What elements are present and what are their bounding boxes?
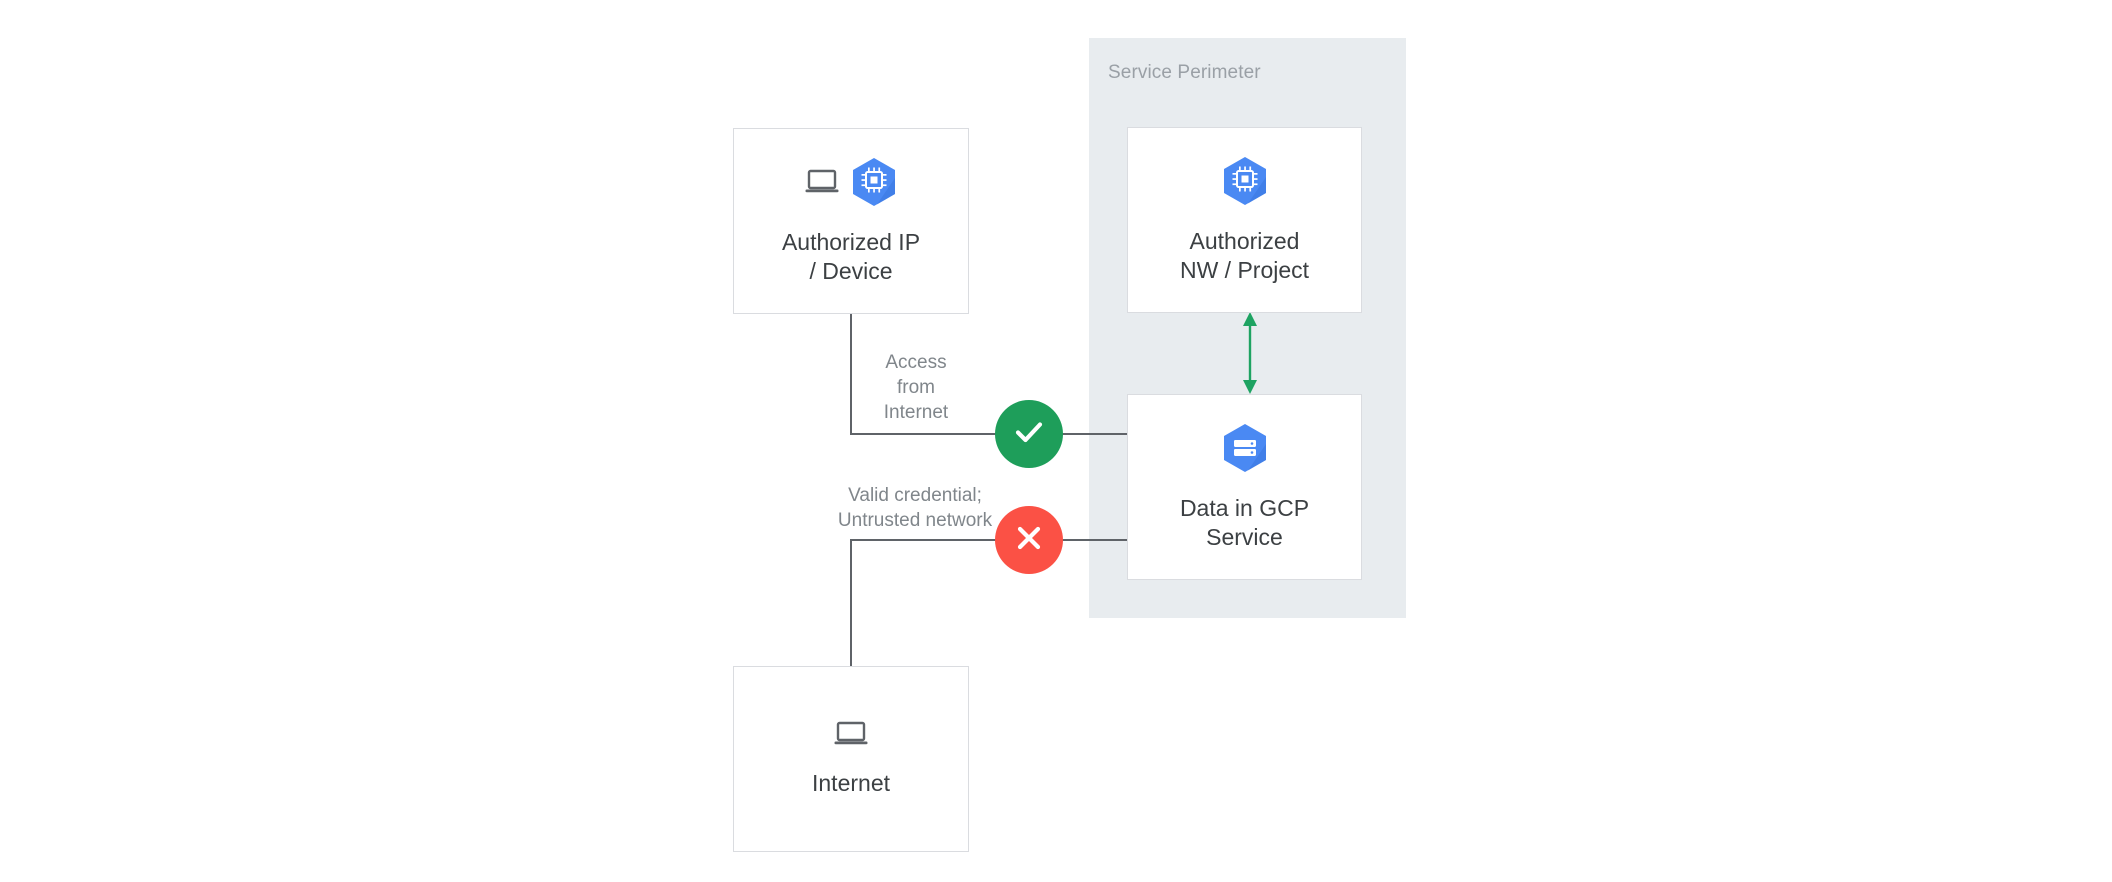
node-data-gcp[interactable]: Data in GCP Service <box>1127 394 1362 580</box>
node-authorized-device[interactable]: Authorized IP / Device <box>733 128 969 314</box>
laptop-icon <box>834 720 868 753</box>
node-internet[interactable]: Internet <box>733 666 969 852</box>
laptop-icon <box>805 168 839 201</box>
connector-deny-to-data <box>1061 539 1129 541</box>
node-authorized-nw-label: Authorized NW / Project <box>1179 227 1310 283</box>
node-authorized-device-label: Authorized IP / Device <box>781 228 921 284</box>
edge-label-access-from-internet: Access from Internet <box>883 352 949 423</box>
connector-internet-vertical <box>850 540 852 668</box>
status-badge-allowed[interactable] <box>995 400 1063 468</box>
node-data-gcp-icons <box>1222 423 1268 478</box>
connector-device-horizontal <box>850 433 997 435</box>
node-data-gcp-label: Data in GCP Service <box>1179 494 1310 550</box>
node-internet-icons <box>834 720 868 753</box>
connector-allow-to-data <box>1061 433 1129 435</box>
node-authorized-nw-icons <box>1222 156 1268 211</box>
connector-internet-horizontal <box>850 539 997 541</box>
check-icon <box>1010 413 1048 456</box>
service-perimeter-label: Service Perimeter <box>1108 62 1261 83</box>
node-authorized-device-icons <box>805 157 897 212</box>
double-arrow-icon <box>1226 311 1274 395</box>
compute-hexagon-icon <box>851 157 897 212</box>
compute-hexagon-icon <box>1222 156 1268 211</box>
node-authorized-nw[interactable]: Authorized NW / Project <box>1127 127 1362 313</box>
cross-icon <box>1010 519 1048 562</box>
database-hexagon-icon <box>1222 423 1268 478</box>
connector-device-vertical <box>850 314 852 434</box>
edge-label-valid-credential: Valid credential; Untrusted network <box>837 485 993 531</box>
node-internet-label: Internet <box>812 770 890 796</box>
status-badge-denied[interactable] <box>995 506 1063 574</box>
